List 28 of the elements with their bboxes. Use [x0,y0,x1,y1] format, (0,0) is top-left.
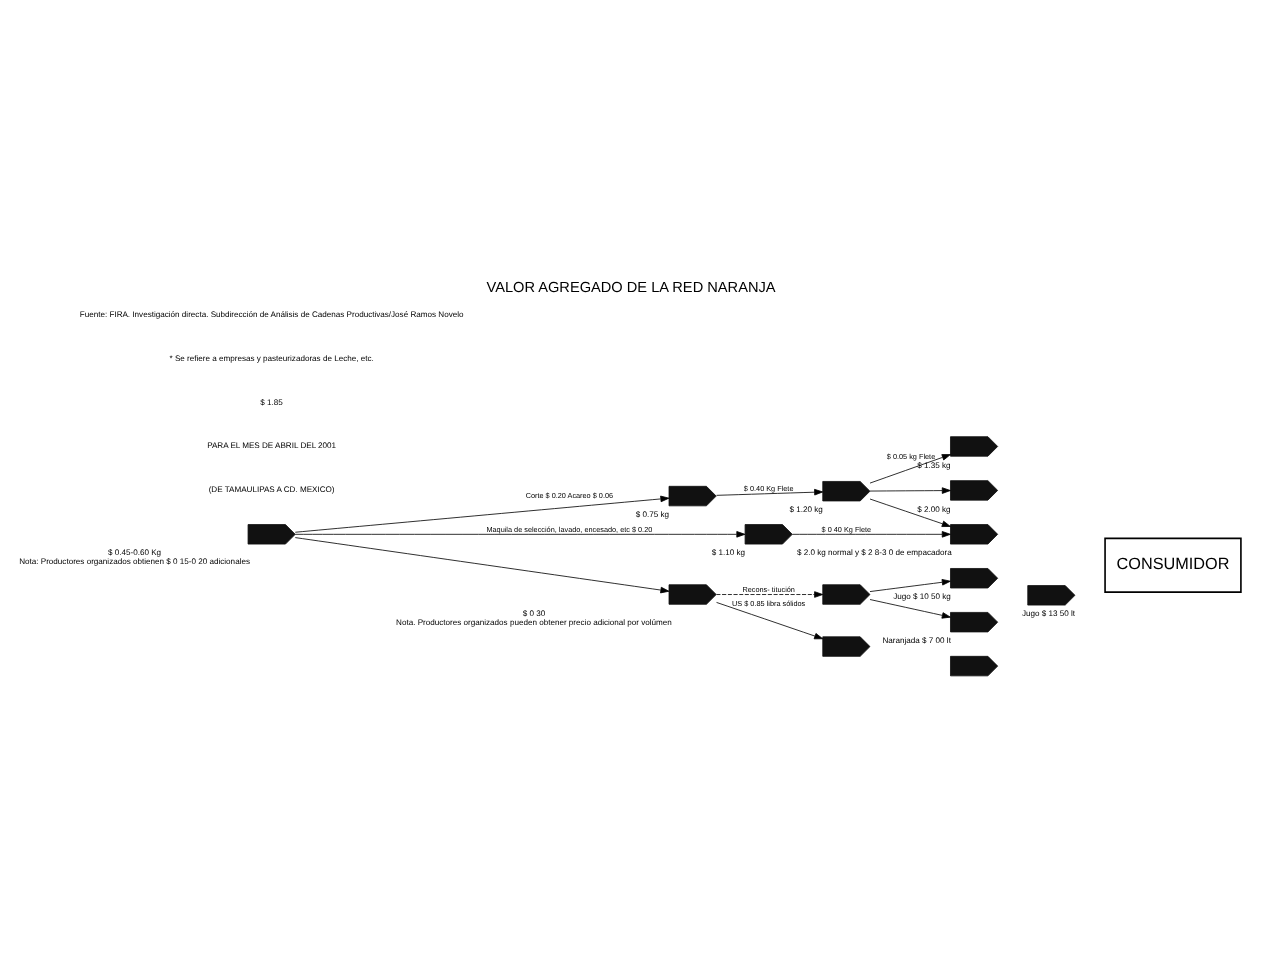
node-pentagon [950,523,999,544]
arrow [716,601,824,639]
node-pentagon [247,523,296,544]
diagram-title: VALOR AGREGADO DE LA RED NARANJA [486,277,776,296]
node-pentagon [950,654,999,676]
arrow [294,536,670,593]
arrow [294,494,670,532]
node-pentagon [822,583,871,604]
node-pentagon [668,583,717,604]
arrow [869,486,951,493]
arrow [869,598,951,618]
node-pentagon [950,567,999,588]
node-pentagon [950,435,999,456]
node-pentagon [950,611,999,632]
arrow [869,497,951,526]
arrow [716,590,824,597]
arrow [294,530,746,537]
node-box: CONSUMIDOR [1104,536,1242,592]
node-pentagon [744,523,793,544]
node-pentagon [668,484,717,506]
arrow [792,530,951,537]
node-pentagon [822,480,871,501]
arrow [869,578,951,591]
node-pentagon [1027,584,1076,605]
arrow [716,487,824,495]
node-pentagon [950,479,999,500]
arrow [869,453,951,483]
node-pentagon [822,635,871,656]
